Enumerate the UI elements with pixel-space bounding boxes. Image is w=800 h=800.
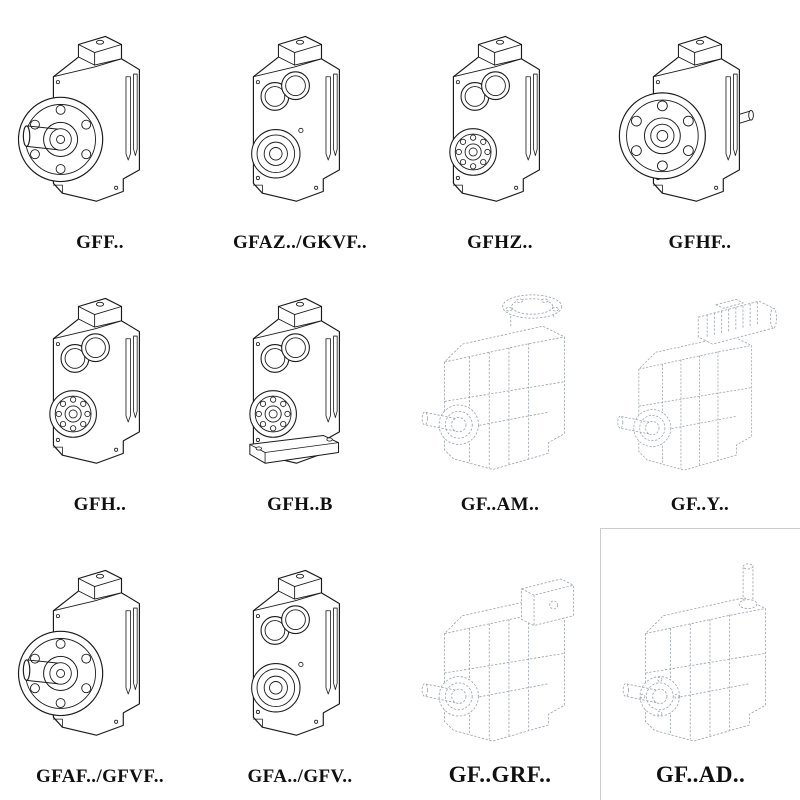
bearing-bore-gearbox-icon [407,23,593,229]
hollow-bore-gearbox-icon [207,23,393,229]
gearbox-cell: GF..AD.. [600,528,800,800]
gearbox-symbol-ref [252,36,340,201]
hollow-bore-gearbox-icon [207,557,393,763]
model-label: GFH.. [73,494,127,515]
gearbox-cell: GFHF.. [600,0,800,266]
gearbox-symbol-ref [450,36,540,201]
model-label: GF..AM.. [460,494,540,515]
model-label: GF..AD.. [655,762,746,787]
gearbox-cell: GFF.. [0,0,200,266]
gearbox-symbol-ref [618,299,777,470]
top-flange-gearbox-icon [407,285,593,491]
model-label: GFA../GFV.. [247,766,353,787]
gearbox-symbol-ref [623,564,765,741]
gearbox-cell: GF..AM.. [400,266,600,528]
gearbox-symbol-ref [619,36,753,201]
model-label: GFAF../GFVF.. [35,766,164,787]
gearbox-cell: GF..GRF.. [400,528,600,800]
gearbox-cell: GFH.. [0,266,200,528]
gearbox-symbol-ref [422,579,573,741]
model-label: GFAZ../GKVF.. [233,232,367,253]
motor-gearbox-icon [607,285,793,491]
bearing-bore-gearbox-icon [7,285,193,491]
gearbox-symbol-ref [252,570,340,735]
model-label: GFHF.. [668,232,732,253]
gearbox-cell: GFHZ.. [400,0,600,266]
gearbox-symbol-ref [18,570,139,735]
model-label: GFH..B [267,494,333,515]
gearbox-symbol-ref [50,298,140,463]
gearbox-symbol-ref [422,295,564,470]
gearbox-cell: GFAF../GFVF.. [0,528,200,800]
gearbox-cell: GFH..B [200,266,400,528]
gearbox-symbol-ref [250,298,340,463]
adapter-gearbox-icon [407,553,593,759]
gearbox-cell: GFA../GFV.. [200,528,400,800]
gearbox-cell: GFAZ../GKVF.. [200,0,400,266]
flange-output-gearbox-icon [7,23,193,229]
front-flange-gearbox-icon [607,23,793,229]
model-label: GF..Y.. [670,494,730,515]
top-shaft-gearbox-icon [608,553,794,759]
model-label: GFHZ.. [467,232,533,253]
model-label: GFF.. [76,232,124,253]
foot-mounted-gearbox-icon [207,285,393,491]
gearbox-symbol-ref [18,36,139,201]
flange-output-gearbox-icon [7,557,193,763]
gearbox-cell: GF..Y.. [600,266,800,528]
model-label: GF..GRF.. [448,762,552,787]
